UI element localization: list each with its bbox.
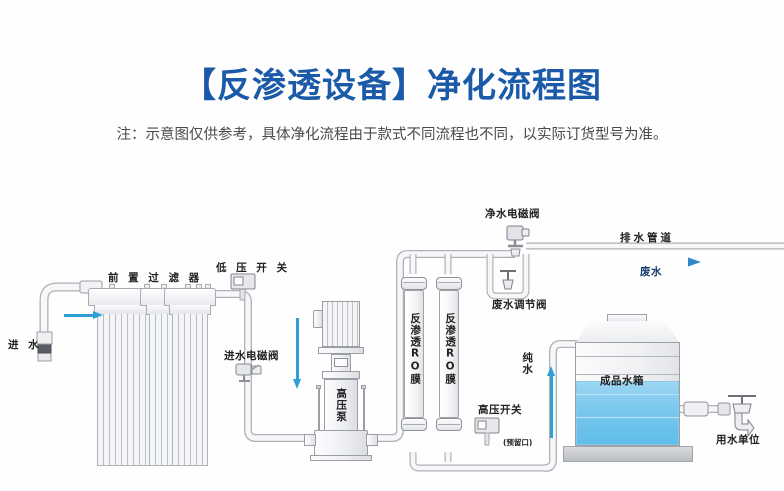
page-subtitle: 注：示意图仅供参考，具体净化流程由于款式不同流程也不同，以实际订货型号为准。 xyxy=(116,127,668,143)
label-waste-water: 废水 xyxy=(640,266,662,278)
label-pure-water: 纯水 xyxy=(521,352,534,375)
page-title: 【反渗透设备】净化流程图 xyxy=(182,66,602,106)
label-pre-filter: 前 置 过 滤 器 xyxy=(108,272,203,284)
label-ro-membrane-2: 反渗透RO膜 xyxy=(444,313,457,385)
label-inlet-water: 进 水 xyxy=(8,339,42,351)
waste-valve-loop-pipe xyxy=(486,254,530,300)
label-reserved-port: (预留口) xyxy=(503,438,533,447)
label-product-water-tank: 成品水箱 xyxy=(600,375,644,387)
label-water-use-unit: 用水单位 xyxy=(716,434,760,446)
label-low-pressure-switch: 低 压 开 关 xyxy=(216,262,290,274)
purified-solenoid-valve-graphic xyxy=(506,225,530,257)
high-pressure-switch-graphic xyxy=(474,417,500,446)
filter-to-pump-pipe xyxy=(213,290,304,442)
label-drain-pipe: 排水管道 xyxy=(620,232,674,244)
label-purified-solenoid-valve: 净水电磁阀 xyxy=(485,208,540,220)
low-pressure-switch-graphic xyxy=(230,273,256,301)
tank-top-taper xyxy=(575,321,680,344)
inlet-solenoid-valve-graphic xyxy=(235,363,262,382)
label-waste-regulating-valve: 废水调节阀 xyxy=(492,299,547,311)
label-high-pressure-switch: 高压开关 xyxy=(478,404,522,416)
label-high-pressure-pump: 高压泵 xyxy=(335,388,348,423)
tank-outlet-faucet-graphic xyxy=(668,395,756,438)
label-inlet-solenoid-valve: 进水电磁阀 xyxy=(224,350,279,362)
label-ro-membrane-1: 反渗透RO膜 xyxy=(409,313,422,385)
